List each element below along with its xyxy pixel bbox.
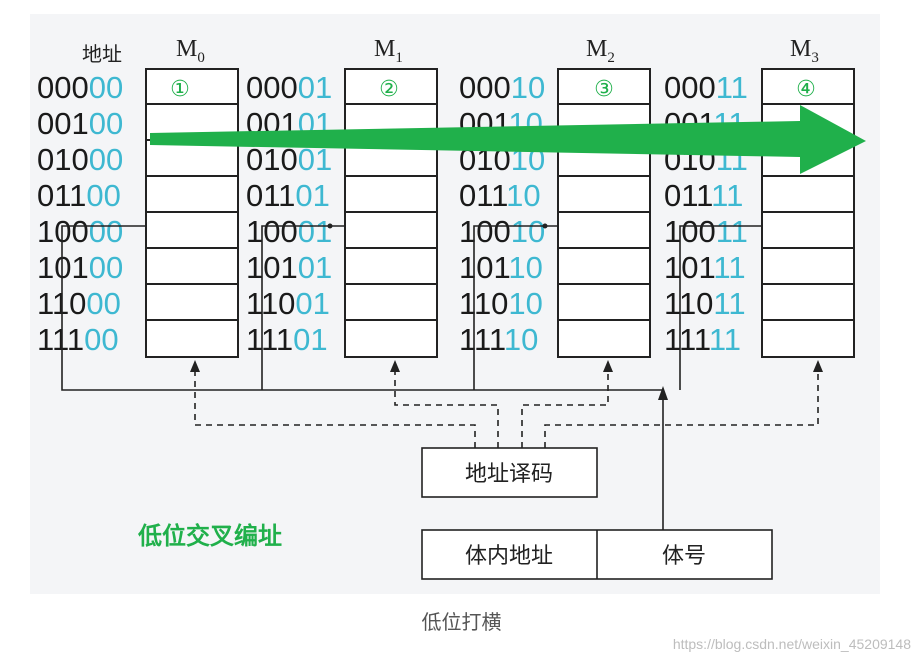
module-select-bus <box>61 223 762 530</box>
module-heading-0: M0 <box>176 36 205 66</box>
address-column-2: 00010 00110 01010 01110 10010 10110 1101… <box>459 70 545 357</box>
svg-text:11001: 11001 <box>246 286 330 321</box>
svg-text:10100: 10100 <box>37 250 123 285</box>
svg-text:11101: 11101 <box>246 322 328 357</box>
cell-marker-2: ③ <box>594 77 614 102</box>
module-name-3: M <box>790 36 811 62</box>
svg-text:00011: 00011 <box>664 70 748 105</box>
address-register: 体内地址 体号 <box>421 529 773 580</box>
svg-text:11110: 11110 <box>459 322 538 357</box>
module-cells-2 <box>557 68 651 358</box>
address-decoder-box: 地址译码 <box>421 447 598 498</box>
address-column-1: 00001 00101 01001 01101 10001 10101 1100… <box>246 70 332 357</box>
svg-text:01000: 01000 <box>37 142 123 177</box>
module-cells-1 <box>344 68 438 358</box>
cell-marker-0: ① <box>170 77 190 102</box>
green-arrow <box>150 105 866 174</box>
svg-text:11011: 11011 <box>664 286 746 321</box>
cell-marker-3: ④ <box>796 77 816 102</box>
intra-address-label: 体内地址 <box>465 544 553 569</box>
module-sub-0: 0 <box>197 50 205 66</box>
svg-text:11000: 11000 <box>37 286 121 321</box>
svg-text:10101: 10101 <box>246 250 332 285</box>
address-column-0: 00000 00100 01000 01100 10000 10100 1100… <box>37 70 123 357</box>
svg-text:10001: 10001 <box>246 214 332 249</box>
module-heading-1: M1 <box>374 36 403 66</box>
svg-text:11010: 11010 <box>459 286 543 321</box>
cell-marker-1: ② <box>379 77 399 102</box>
module-heading-3: M3 <box>790 36 819 66</box>
decoder-outputs <box>190 360 823 448</box>
scheme-label: 低位交叉编址 <box>137 522 282 550</box>
svg-text:M3: M3 <box>790 36 819 66</box>
svg-text:M0: M0 <box>176 36 205 66</box>
svg-text:M2: M2 <box>586 36 615 66</box>
module-number-label: 体号 <box>662 544 706 569</box>
svg-text:10010: 10010 <box>459 214 545 249</box>
module-sub-1: 1 <box>395 50 403 66</box>
svg-text:10111: 10111 <box>664 250 746 285</box>
svg-text:01100: 01100 <box>37 178 121 213</box>
svg-text:11111: 11111 <box>664 322 741 357</box>
interleaved-memory-diagram: 地址 M0 M1 M2 M3 ① ② ③ ④ 00 <box>37 36 866 580</box>
module-name-2: M <box>586 36 607 62</box>
svg-text:01110: 01110 <box>459 178 541 213</box>
figure-caption: 低位打横 <box>421 610 502 634</box>
svg-text:00001: 00001 <box>246 70 332 105</box>
svg-text:00010: 00010 <box>459 70 545 105</box>
address-decoder-label: 地址译码 <box>465 462 553 487</box>
module-name-0: M <box>176 36 197 62</box>
address-header: 地址 <box>82 42 122 66</box>
module-heading-2: M2 <box>586 36 615 66</box>
svg-text:M1: M1 <box>374 36 403 66</box>
svg-text:00100: 00100 <box>37 106 123 141</box>
watermark: https://blog.csdn.net/weixin_45209148 <box>672 636 911 652</box>
module-sub-2: 2 <box>607 50 615 66</box>
svg-text:01111: 01111 <box>664 178 743 213</box>
svg-text:11100: 11100 <box>37 322 119 357</box>
svg-text:01101: 01101 <box>246 178 330 213</box>
svg-text:00000: 00000 <box>37 70 123 105</box>
svg-text:10110: 10110 <box>459 250 543 285</box>
svg-text:10011: 10011 <box>664 214 748 249</box>
svg-text:10000: 10000 <box>37 214 123 249</box>
module-sub-3: 3 <box>811 50 819 66</box>
module-name-1: M <box>374 36 395 62</box>
module-cells-0 <box>145 68 239 358</box>
